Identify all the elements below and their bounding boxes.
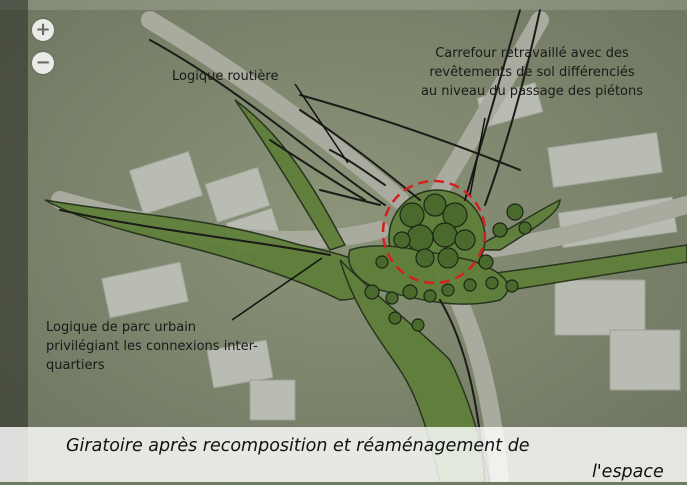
junction-label-line-1: Carrefour retravaillé avec des xyxy=(435,46,629,61)
green-space xyxy=(44,99,687,482)
junction-label: Carrefour retravaillé avec des revêtemen… xyxy=(384,44,680,101)
junction-label-line-2: revêtements de sol différenciés xyxy=(429,65,635,80)
leader-lines xyxy=(231,83,486,321)
park-label-line-1: Logique de parc urbain xyxy=(46,320,197,335)
junction-label-line-3: au niveau du passage des piétons xyxy=(420,84,644,99)
road-logic-label: Logique routière xyxy=(172,69,279,84)
zoom-out-button[interactable]: − xyxy=(32,52,54,74)
park-logic-label: Logique de parc urbain privilégiant les … xyxy=(46,318,346,375)
zoom-in-button[interactable]: + xyxy=(32,19,54,41)
park-label-line-2: privilégiant les connexions inter- xyxy=(46,339,258,354)
park-label-line-3: quartiers xyxy=(46,358,105,373)
caption-line-2: l'espace xyxy=(592,462,664,482)
tree-canopy xyxy=(364,193,532,332)
caption-background xyxy=(0,427,687,482)
figure-caption: Giratoire après recomposition et réaména… xyxy=(0,433,687,485)
left-map-edge xyxy=(0,0,28,482)
roundabout-circle xyxy=(381,179,487,285)
road-sketch-lines xyxy=(59,9,541,482)
caption-line-1: Giratoire après recomposition et réaména… xyxy=(66,436,530,456)
